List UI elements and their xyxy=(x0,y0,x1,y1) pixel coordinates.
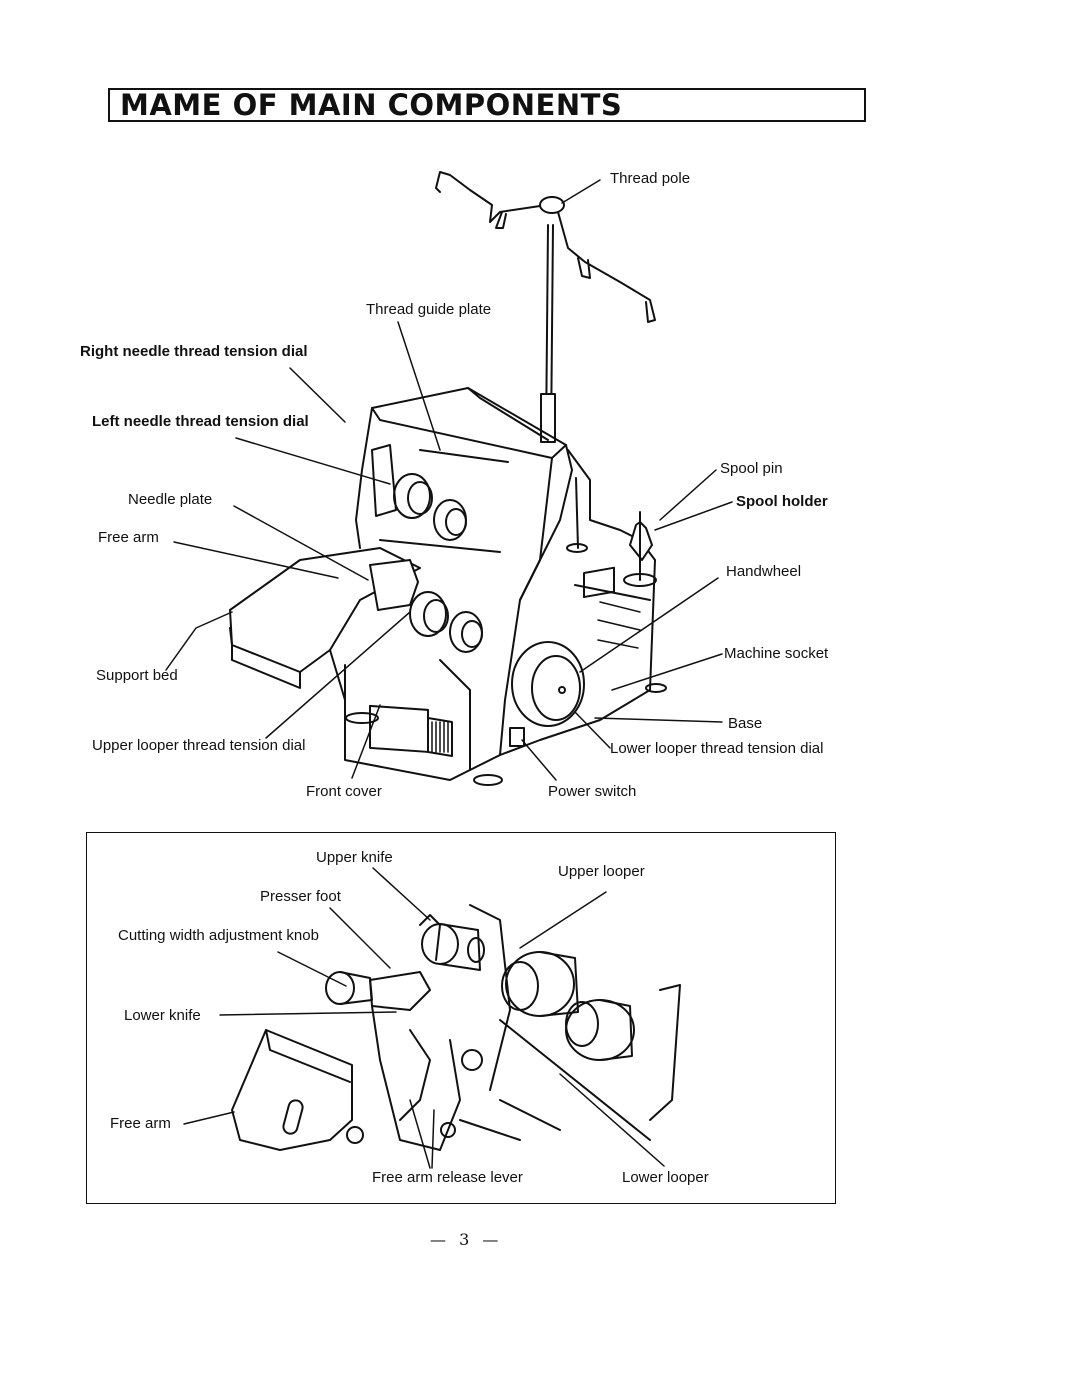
label-thread-pole: Thread pole xyxy=(610,170,691,187)
label-upper-knife: Upper knife xyxy=(316,849,393,866)
leader-lines xyxy=(165,179,733,781)
label-left-needle-dial: Left needle thread tension dial xyxy=(92,413,309,430)
label-thread-guide-plate: Thread guide plate xyxy=(366,301,492,318)
label-power-switch: Power switch xyxy=(548,783,637,800)
label-cutting-width-knob: Cutting width adjustment knob xyxy=(118,927,319,944)
label-free-arm: Free arm xyxy=(98,529,159,546)
detail-figure-box xyxy=(86,832,836,1204)
label-presser-foot: Presser foot xyxy=(260,888,341,905)
label-right-needle-dial: Right needle thread tension dial xyxy=(80,343,308,360)
page-title: MAME OF MAIN COMPONENTS xyxy=(120,88,623,122)
label-spool-pin: Spool pin xyxy=(720,460,783,477)
label-handwheel: Handwheel xyxy=(726,563,802,580)
title-box: MAME OF MAIN COMPONENTS xyxy=(108,88,866,122)
label-detail-free-arm: Free arm xyxy=(110,1115,171,1132)
label-upper-looper: Upper looper xyxy=(558,863,645,880)
label-upper-looper-dial: Upper looper thread tension dial xyxy=(92,737,306,754)
label-machine-socket: Machine socket xyxy=(724,645,829,662)
label-lower-knife: Lower knife xyxy=(124,1007,201,1024)
detail-leader-lines xyxy=(183,867,665,1169)
label-base: Base xyxy=(728,715,763,732)
label-front-cover: Front cover xyxy=(306,783,382,800)
label-lower-looper: Lower looper xyxy=(622,1169,709,1186)
thread-pole-drawing xyxy=(435,171,656,443)
label-lower-looper-dial: Lower looper thread tension dial xyxy=(610,740,824,757)
machine-body-drawing xyxy=(229,387,667,786)
detail-mechanism-drawing xyxy=(231,904,681,1151)
label-spool-holder: Spool holder xyxy=(736,493,828,510)
label-support-bed: Support bed xyxy=(96,667,178,684)
label-free-arm-release-lever: Free arm release lever xyxy=(372,1169,523,1186)
page-number: — 3 — xyxy=(430,1230,503,1249)
label-needle-plate: Needle plate xyxy=(128,491,213,508)
